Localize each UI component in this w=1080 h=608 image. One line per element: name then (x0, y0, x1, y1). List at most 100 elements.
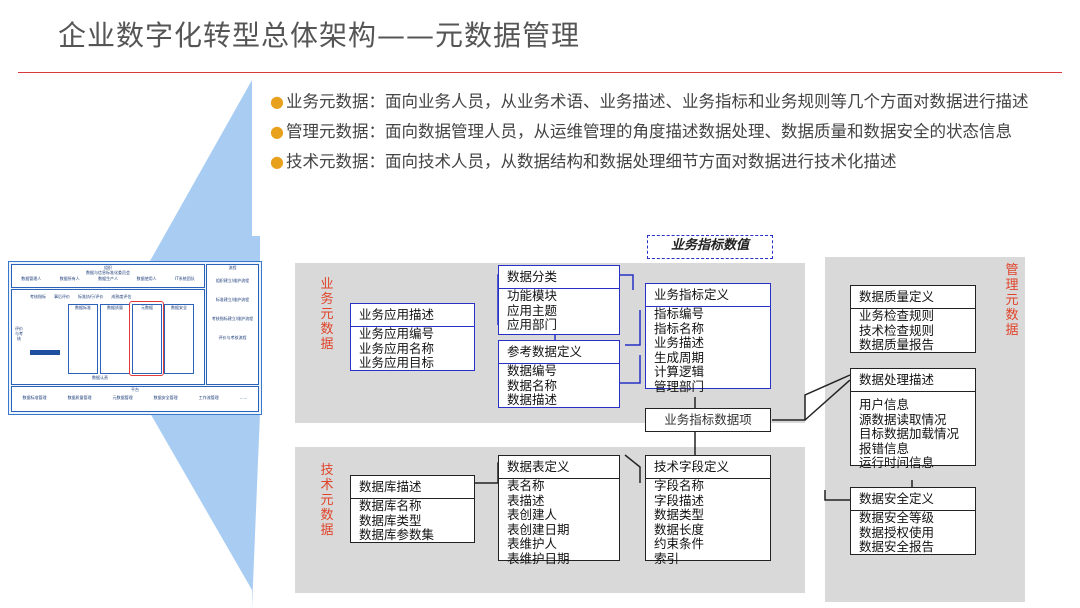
thumb-platform-item: 数据安全管理 (153, 395, 178, 400)
bullet-dot-icon: ● (270, 92, 284, 111)
bullet-list: ●业务元数据：面向业务人员，从业务术语、业务描述、业务指标和业务规则等几个方面对… (270, 88, 1060, 178)
field-def-box: 技术字段定义 字段名称 字段描述 数据类型 数据长度 约束条件 索引 (645, 455, 771, 565)
thumb-process-title: 流程 (228, 265, 237, 270)
box-title: 参考数据定义 (499, 341, 619, 364)
thumb-bottom-label: 数据认责 (92, 375, 108, 380)
thumb-platform-item: 元数据管理 (112, 395, 133, 400)
box-item: 数据安全等级 (859, 510, 935, 525)
box-title: 数据安全定义 (851, 488, 975, 511)
thumb-main-panel: 评价与考核 考核指标 事后评价 标准执行/评价 成熟度评估 数据标准 数据质量 … (11, 289, 205, 385)
thumb-role: 数据所有人 (59, 276, 80, 281)
thumb-column: 数据标准 (68, 304, 98, 374)
diagram-links (473, 274, 913, 501)
bullet-dot-icon: ● (270, 122, 284, 141)
data-category-box: 数据分类 功能模块 应用主题 应用部门 (498, 265, 620, 335)
box-title: 技术字段定义 (646, 456, 770, 479)
box-item: 表创建日期 (507, 521, 570, 537)
thumb-column: 数据安全 (164, 304, 194, 374)
thumb-role: 数据生产人 (98, 276, 119, 281)
box-item: 数据授权使用 (859, 524, 935, 540)
ref-data-box: 参考数据定义 数据编号 数据名称 数据描述 (498, 340, 620, 408)
box-item: 字段名称 (654, 478, 705, 493)
box-item: 数据描述 (507, 392, 558, 407)
box-item: 表创建人 (507, 507, 558, 522)
page-title: 企业数字化转型总体架构——元数据管理 (58, 19, 581, 52)
box-item: 指标编号 (654, 306, 705, 321)
box-item: 应用主题 (507, 302, 558, 318)
technical-metadata-label: 技术元数据 (320, 463, 334, 538)
thumb-mid-label: 事后评价 (54, 294, 70, 299)
thumb-blue-bar (30, 350, 60, 355)
processing-desc-box: 数据处理描述 用户信息 源数据读取情况 目标数据加载情况 报错信息 运行时间信息 (850, 368, 976, 470)
box-title: 数据处理描述 (851, 369, 975, 392)
thumb-platform-title: 平台 (131, 387, 139, 392)
thumb-platform-item: 数据质量管理 (67, 395, 92, 400)
bullet-item: ●技术元数据：面向技术人员，从数据结构和数据处理细节方面对数据进行技术化描述 (270, 148, 1060, 175)
box-item: 指标名称 (654, 320, 705, 336)
thumb-role: 数据使用人 (136, 276, 157, 281)
box-item: 技术检查规则 (859, 322, 935, 338)
box-item: 源数据读取情况 (859, 411, 947, 427)
box-item: 业务描述 (654, 335, 705, 350)
table-def-box: 数据表定义 表名称 表描述 表创建人 表创建日期 表维护人 表维护日期 (498, 455, 620, 565)
box-item: 数据名称 (507, 377, 558, 393)
box-item: 业务检查规则 (859, 308, 935, 323)
thumb-process-item: 组织建立/维护流程 (215, 278, 250, 283)
thumb-mid-label: 标准执行/评价 (78, 294, 104, 299)
bullet-dot-icon: ● (270, 152, 284, 171)
box-item: 数据库类型 (359, 512, 422, 528)
box-item: 数据库参数集 (359, 527, 435, 542)
box-title: 数据表定义 (499, 456, 619, 479)
box-item: 约束条件 (654, 536, 705, 551)
box-item: 生成周期 (654, 349, 705, 365)
box-item: 目标数据加载情况 (859, 426, 960, 441)
box-item: 数据长度 (654, 521, 705, 537)
db-desc-box: 数据库描述 数据库名称 数据库类型 数据库参数集 (350, 475, 475, 543)
box-item: 业务应用编号 (359, 326, 435, 341)
box-title: 业务应用描述 (351, 304, 474, 327)
box-item: 字段描述 (654, 492, 705, 508)
box-item: 表描述 (507, 492, 545, 508)
thumb-left-label: 评价与考核 (15, 326, 23, 341)
security-def-box: 数据安全定义 数据安全等级 数据授权使用 数据安全报告 (850, 487, 976, 555)
box-item: 管理部门 (654, 378, 705, 394)
box-item: 数据库名称 (359, 498, 422, 513)
management-metadata-label: 管理元数据 (1005, 263, 1019, 338)
thumb-org-title: 组织 (104, 265, 112, 270)
title-divider (18, 72, 1062, 73)
box-item: 数据类型 (654, 507, 705, 522)
box-item: 业务应用目标 (359, 355, 435, 370)
box-title: 数据分类 (499, 266, 619, 289)
thumb-process-item: 评价与考核流程 (218, 335, 247, 340)
box-title: 数据质量定义 (851, 286, 975, 309)
box-title: 业务指标定义 (646, 284, 770, 307)
thumb-platform-panel: 平台 数据标准管理 数据质量管理 元数据管理 数据安全管理 工作流管理 ....… (11, 386, 259, 412)
box-item: 数据质量报告 (859, 337, 935, 352)
box-item: 数据安全报告 (859, 539, 935, 554)
thumb-role: IT系统团队 (175, 276, 195, 281)
box-item: 索引 (654, 550, 680, 566)
box-title: 数据库描述 (351, 476, 474, 499)
box-item: 用户信息 (859, 397, 910, 412)
thumb-column: 数据质量 (100, 304, 130, 374)
indicator-value-box: 业务指标数值 (647, 235, 773, 259)
architecture-thumbnail: 组织 数据与信息标准化委员会 数据管理人 数据所有人 数据生产人 数据使用人 I… (8, 261, 262, 415)
thumb-platform-item: 数据标准管理 (22, 395, 47, 400)
box-item: 表维护人 (507, 536, 558, 551)
box-item: 表名称 (507, 478, 545, 493)
thumb-process-item: 考核指标建立/维护流程 (211, 316, 254, 321)
thumb-org-sub: 数据与信息标准化委员会 (86, 270, 130, 275)
box-item: 数据编号 (507, 363, 558, 378)
quality-def-box: 数据质量定义 业务检查规则 技术检查规则 数据质量报告 (850, 285, 976, 353)
indicator-item-box: 业务指标数据项 (645, 408, 771, 432)
thumb-mid-label: 成熟度评估 (111, 294, 132, 299)
app-desc-box: 业务应用描述 业务应用编号 业务应用名称 业务应用目标 (350, 303, 475, 371)
box-item: 运行时间信息 (859, 455, 935, 470)
box-item: 表维护日期 (507, 550, 570, 566)
thumb-org-panel: 组织 数据与信息标准化委员会 数据管理人 数据所有人 数据生产人 数据使用人 I… (11, 264, 205, 288)
box-item: 业务应用名称 (359, 340, 435, 356)
indicator-def-box: 业务指标定义 指标编号 指标名称 业务描述 生成周期 计算逻辑 管理部门 (645, 283, 771, 393)
box-item: 计算逻辑 (654, 364, 705, 379)
box-item: 应用部门 (507, 317, 558, 332)
